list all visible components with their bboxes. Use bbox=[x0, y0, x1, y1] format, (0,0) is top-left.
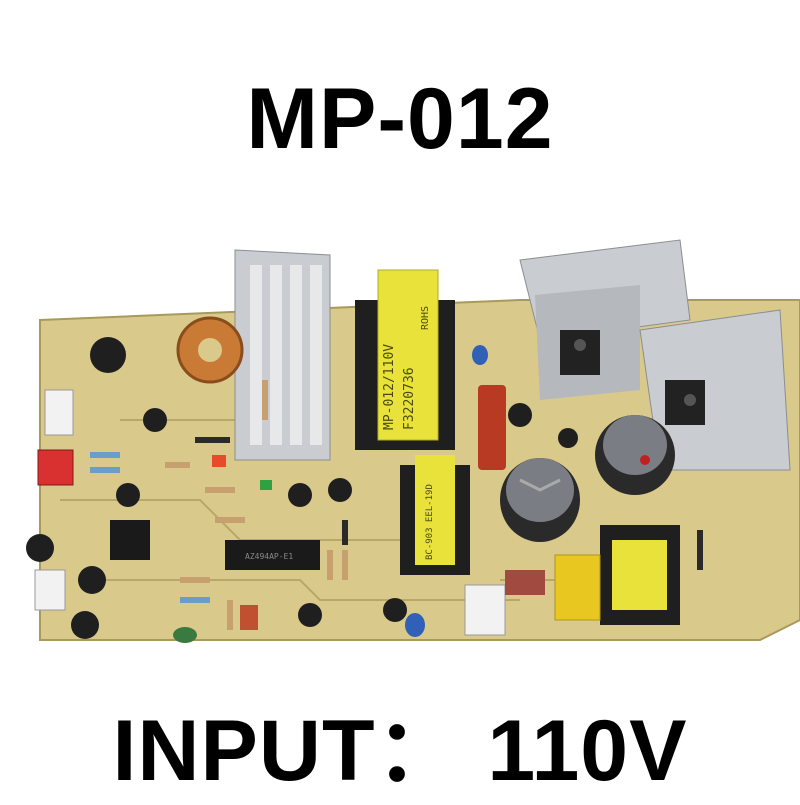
transformer-rohs-badge: ROHS bbox=[420, 306, 431, 330]
ceramic-capacitors bbox=[173, 345, 545, 643]
small-capacitors bbox=[26, 337, 578, 639]
transformer-text-line2: F3220736 bbox=[402, 367, 417, 430]
diodes bbox=[195, 437, 703, 570]
small-transformer-right bbox=[600, 525, 680, 625]
connectors bbox=[34, 389, 506, 636]
heatsink-right-back bbox=[519, 239, 691, 400]
red-film-capacitor bbox=[478, 385, 506, 470]
input-voltage-label: INPUT： 110V bbox=[112, 703, 688, 799]
heatsink-left bbox=[234, 249, 331, 461]
leds bbox=[212, 455, 272, 490]
large-capacitor-1 bbox=[500, 458, 580, 542]
x-capacitor bbox=[554, 554, 601, 621]
ic-chip-small bbox=[110, 520, 150, 560]
transformer-text-line1: MP-012/110V bbox=[382, 344, 397, 430]
large-capacitor-2 bbox=[595, 415, 675, 495]
main-transformer: MP-012/110V F3220736 ROHS bbox=[355, 269, 455, 450]
ic-text: AZ494AP-E1 bbox=[245, 552, 293, 561]
model-title: MP-012 bbox=[246, 71, 554, 167]
small-transformer-middle: BC-903 EEL-19D bbox=[400, 455, 470, 575]
small-transformer-text: BC-903 EEL-19D bbox=[425, 484, 435, 560]
toroid-inductor bbox=[176, 316, 244, 384]
resistors bbox=[90, 380, 348, 630]
ic-chip: AZ494AP-E1 bbox=[225, 540, 320, 570]
